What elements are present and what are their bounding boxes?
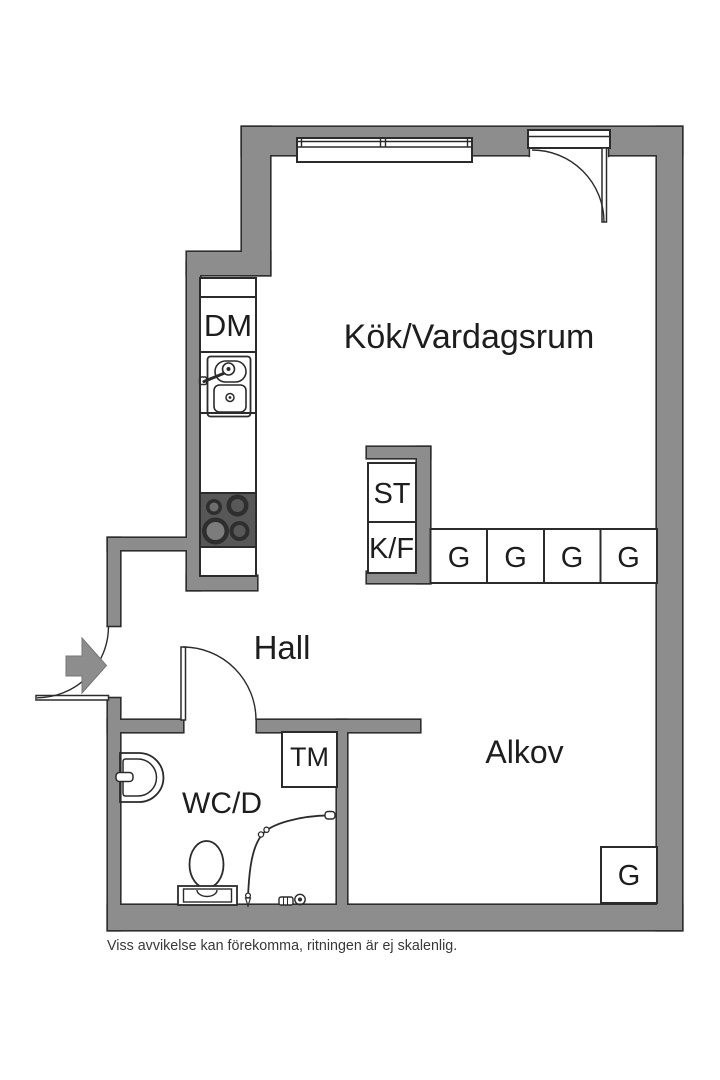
wall-segment [367, 447, 430, 458]
balcony-door-opening [528, 146, 610, 159]
balcony-door [527, 129, 611, 223]
wall-segment [187, 252, 270, 275]
cleaning-closet-box [367, 462, 417, 523]
wardrobe-box [543, 528, 602, 584]
room-label-hall: Hall [254, 629, 311, 666]
label-cleaning-closet: ST [373, 478, 410, 510]
room-label-kitchen-living: Kök/Vardagsrum [344, 318, 595, 356]
window [296, 137, 473, 163]
room-label-alcove: Alkov [485, 734, 563, 770]
wardrobe-box [599, 528, 658, 584]
label-wardrobe-3: G [561, 542, 584, 574]
washing-machine-box [281, 731, 338, 788]
wall-segment [187, 576, 257, 590]
wall-segment [242, 127, 270, 275]
kitchen-sink-icon [198, 355, 252, 418]
wall-segment [367, 572, 430, 583]
label-alcove-wardrobe: G [618, 860, 641, 892]
wall-segment [657, 127, 682, 930]
wardrobe-row [429, 528, 658, 584]
wall-segment [108, 905, 682, 930]
bathroom-fixtures [115, 752, 336, 909]
entry-arrow-icon [65, 636, 108, 695]
label-fridge-freezer: K/F [369, 533, 414, 565]
stove-burners-icon [202, 494, 250, 545]
toilet-icon [177, 840, 238, 906]
fridge-freezer-box [367, 521, 417, 574]
alcove-wardrobe-box [600, 846, 658, 904]
wall-segment [337, 720, 347, 905]
label-wardrobe-4: G [617, 542, 640, 574]
label-wardrobe-2: G [504, 542, 527, 574]
walls [106, 125, 684, 932]
kitchen-counter [198, 277, 257, 577]
shower-icon [244, 810, 336, 909]
wall-segment [108, 538, 192, 550]
shower-head-icon [278, 893, 306, 906]
label-wardrobe-1: G [448, 542, 471, 574]
entrance-opening [103, 625, 125, 699]
label-washing-machine: TM [290, 742, 329, 772]
wall-segment [417, 447, 430, 583]
counter-segment [199, 412, 257, 494]
label-dishwasher: DM [204, 308, 252, 343]
washbasin-icon [115, 752, 165, 803]
wall-segment [187, 263, 200, 590]
room-label-bathroom: WC/D [182, 787, 262, 820]
wall-segment [108, 720, 183, 732]
disclaimer-caption: Viss avvikelse kan förekomma, ritningen … [107, 938, 457, 954]
counter-segment [199, 546, 257, 577]
wall-segment [108, 538, 120, 930]
closet-fridge-unit [367, 462, 417, 574]
bathroom-door [180, 646, 257, 721]
counter-segment [199, 277, 257, 298]
dishwasher-box [199, 296, 257, 353]
